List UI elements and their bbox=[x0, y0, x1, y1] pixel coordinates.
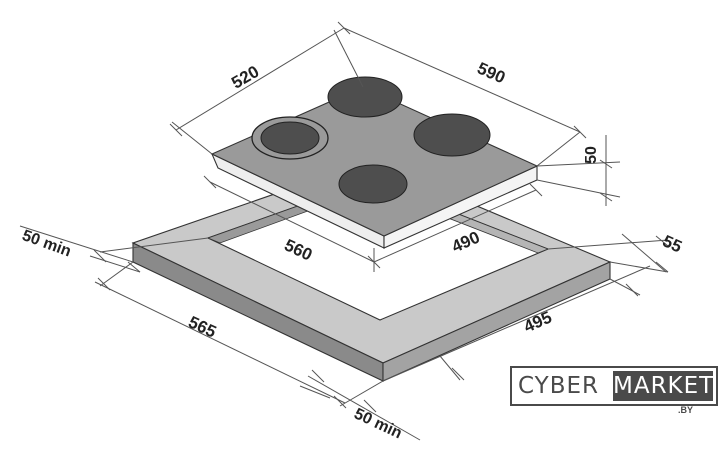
label-hob-depth: 590 bbox=[474, 59, 508, 88]
label-worktop-width: 565 bbox=[185, 312, 219, 341]
burner-right bbox=[413, 113, 491, 157]
dimension-lines bbox=[19, 21, 669, 441]
worktop-frame bbox=[131, 160, 612, 382]
logo-text-market: MARKET bbox=[613, 371, 715, 401]
burner-front bbox=[338, 164, 408, 204]
hob-unit bbox=[210, 76, 539, 249]
logo-text-cyber: CYBER bbox=[518, 373, 599, 399]
label-min-left: 50 min bbox=[20, 227, 73, 260]
label-frame-side: 55 bbox=[660, 231, 685, 256]
label-hob-height: 50 bbox=[583, 146, 600, 164]
logo-text-domain: .BY bbox=[678, 405, 694, 415]
label-hob-width: 520 bbox=[228, 62, 262, 93]
burner-left-dual-inner bbox=[260, 121, 320, 155]
cybermarket-logo: CYBER MARKET bbox=[510, 366, 718, 406]
label-min-front: 50 min bbox=[351, 406, 404, 443]
burner-back bbox=[327, 76, 403, 118]
